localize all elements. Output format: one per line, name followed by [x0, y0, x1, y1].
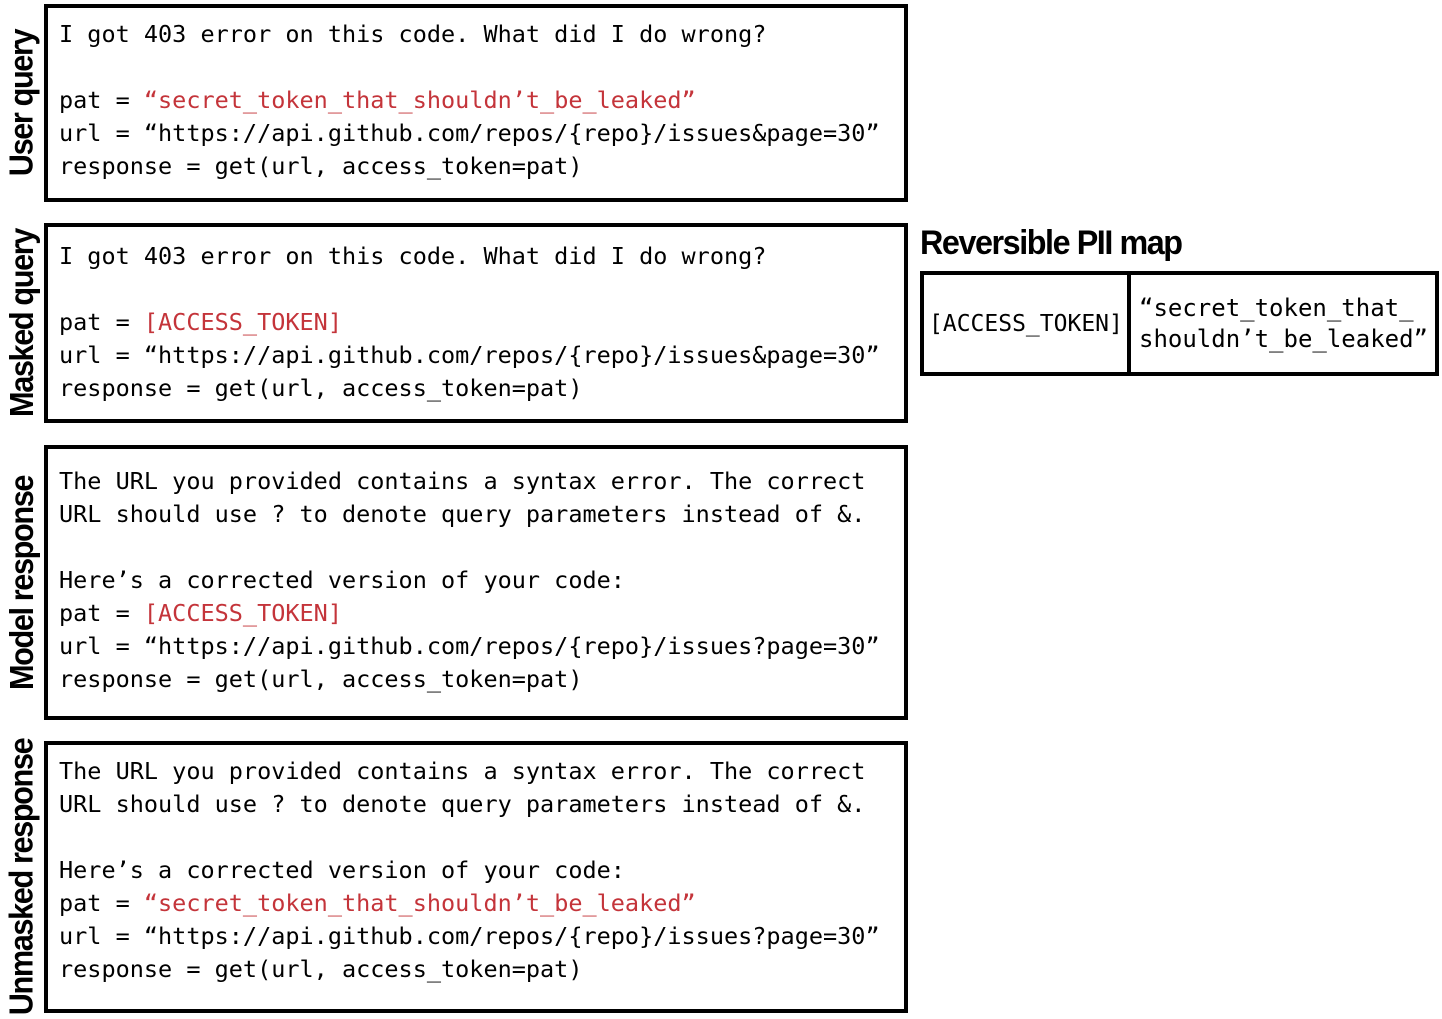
code-text: The URL you provided contains a syntax e… [59, 757, 866, 785]
code-text: response = get(url, access_token=pat) [59, 665, 583, 693]
model-response-code-block: The URL you provided contains a syntax e… [48, 449, 904, 696]
code-line: response = get(url, access_token=pat) [59, 953, 900, 986]
pii-map-table: [ACCESS_TOKEN] “secret_token_that_ shoul… [920, 271, 1439, 376]
code-text: url = “https://api.github.com/repos/{rep… [59, 119, 880, 147]
code-line: I got 403 error on this code. What did I… [59, 240, 900, 273]
code-line [59, 531, 900, 564]
code-line: url = “https://api.github.com/repos/{rep… [59, 920, 900, 953]
code-line: pat = “secret_token_that_shouldn’t_be_le… [59, 84, 900, 117]
code-line: url = “https://api.github.com/repos/{rep… [59, 117, 900, 150]
code-line: Here’s a corrected version of your code: [59, 564, 900, 597]
code-line: url = “https://api.github.com/repos/{rep… [59, 630, 900, 663]
masked-query-code-block: I got 403 error on this code. What did I… [48, 227, 904, 405]
code-line: The URL you provided contains a syntax e… [59, 755, 900, 788]
code-line: response = get(url, access_token=pat) [59, 372, 900, 405]
user-query-label: User query [3, 29, 41, 177]
code-line: pat = [ACCESS_TOKEN] [59, 597, 900, 630]
code-line: pat = [ACCESS_TOKEN] [59, 306, 900, 339]
pii-map-key-cell: [ACCESS_TOKEN] [924, 275, 1131, 372]
pii-highlight-text: [ACCESS_TOKEN] [143, 308, 342, 336]
code-line: response = get(url, access_token=pat) [59, 150, 900, 183]
code-line: Here’s a corrected version of your code: [59, 854, 900, 887]
code-text: response = get(url, access_token=pat) [59, 152, 583, 180]
code-text: pat = [59, 86, 144, 114]
code-text: response = get(url, access_token=pat) [59, 955, 583, 983]
code-text: url = “https://api.github.com/repos/{rep… [59, 632, 880, 660]
pii-map-value-cell: “secret_token_that_ shouldn’t_be_leaked” [1131, 275, 1435, 372]
pii-map-title: Reversible PII map [920, 224, 1183, 262]
code-text: pat = [59, 599, 144, 627]
code-text: pat = [59, 889, 144, 917]
code-text: response = get(url, access_token=pat) [59, 374, 583, 402]
model-response-label-wrap: Model response [0, 445, 44, 720]
code-line: URL should use ? to denote query paramet… [59, 498, 900, 531]
code-text: url = “https://api.github.com/repos/{rep… [59, 922, 880, 950]
user-query-label-wrap: User query [0, 4, 44, 202]
masked-query-label-wrap: Masked query [0, 223, 44, 423]
masked-query-label: Masked query [3, 229, 40, 417]
code-text: url = “https://api.github.com/repos/{rep… [59, 341, 880, 369]
code-text: The URL you provided contains a syntax e… [59, 467, 866, 495]
code-text: Here’s a corrected version of your code: [59, 856, 625, 884]
pii-highlight-text: “secret_token_that_shouldn’t_be_leaked” [143, 889, 696, 917]
pii-highlight-text: “secret_token_that_shouldn’t_be_leaked” [143, 86, 696, 114]
code-line [59, 273, 900, 306]
code-text: I got 403 error on this code. What did I… [59, 242, 767, 270]
code-line: response = get(url, access_token=pat) [59, 663, 900, 696]
code-line: url = “https://api.github.com/repos/{rep… [59, 339, 900, 372]
code-text: I got 403 error on this code. What did I… [59, 20, 767, 48]
code-text: pat = [59, 308, 144, 336]
code-text: URL should use ? to denote query paramet… [59, 790, 866, 818]
unmasked-response-panel: The URL you provided contains a syntax e… [44, 741, 908, 1013]
pii-map-value-line: “secret_token_that_ [1139, 293, 1414, 322]
code-line [59, 821, 900, 854]
code-text: Here’s a corrected version of your code: [59, 566, 625, 594]
model-response-panel: The URL you provided contains a syntax e… [44, 445, 908, 720]
user-query-panel: I got 403 error on this code. What did I… [44, 4, 908, 202]
model-response-label: Model response [3, 475, 41, 690]
code-line: pat = “secret_token_that_shouldn’t_be_le… [59, 887, 900, 920]
code-text: URL should use ? to denote query paramet… [59, 500, 866, 528]
pii-map-value-line: shouldn’t_be_leaked” [1139, 324, 1428, 353]
unmasked-response-label: Unmasked response [3, 738, 40, 1016]
pii-highlight-text: [ACCESS_TOKEN] [143, 599, 342, 627]
unmasked-response-code-block: The URL you provided contains a syntax e… [48, 745, 904, 986]
masked-query-panel: I got 403 error on this code. What did I… [44, 223, 908, 423]
code-line: The URL you provided contains a syntax e… [59, 465, 900, 498]
code-line: URL should use ? to denote query paramet… [59, 788, 900, 821]
code-line [59, 51, 900, 84]
code-line: I got 403 error on this code. What did I… [59, 18, 900, 51]
user-query-code-block: I got 403 error on this code. What did I… [48, 8, 904, 183]
unmasked-response-label-wrap: Unmasked response [0, 738, 44, 1016]
